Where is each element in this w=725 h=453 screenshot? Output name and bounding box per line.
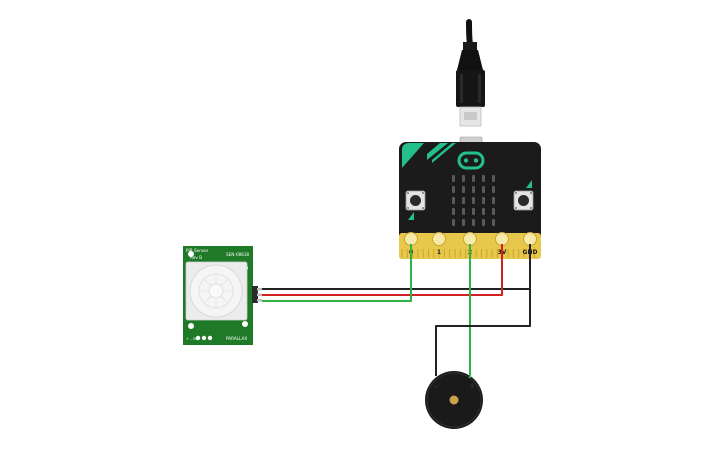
pir-header	[252, 286, 258, 303]
led	[472, 186, 475, 193]
usb-grip-taper	[457, 50, 483, 70]
microbit-logo-eye	[473, 158, 479, 163]
led	[472, 219, 475, 226]
pir-rev: Rev B	[190, 255, 202, 260]
pir-title-left: PIR Sensor	[186, 248, 209, 253]
led	[472, 208, 475, 215]
led	[492, 186, 495, 193]
led	[462, 208, 465, 215]
pir-bottom-left: + – OUT	[186, 337, 201, 341]
pir-pad	[201, 335, 207, 341]
pin-1-pad	[432, 232, 446, 246]
led	[492, 208, 495, 215]
led	[452, 186, 455, 193]
pin-3v-pad	[495, 232, 509, 246]
usb-grip-line	[478, 74, 481, 103]
led	[482, 186, 485, 193]
led	[452, 208, 455, 215]
microbit-logo-icon	[457, 151, 485, 170]
edge-connector-fingers	[401, 249, 535, 258]
pir-title-right: SEN-08630	[226, 252, 250, 257]
led	[492, 197, 495, 204]
button-b-cap	[518, 195, 529, 206]
pir-mount-hole	[188, 323, 194, 329]
led	[482, 208, 485, 215]
pin-1[interactable]: 1	[432, 232, 446, 257]
led	[482, 197, 485, 204]
microbit-accent	[427, 143, 448, 160]
pir-lens-center	[208, 283, 224, 299]
led	[472, 175, 475, 182]
micro-usb-plug-inner	[464, 112, 477, 120]
led	[492, 175, 495, 182]
led-matrix	[452, 175, 495, 226]
wire-pir-signal[interactable]	[262, 244, 412, 302]
buzzer-center	[449, 395, 459, 405]
usb-strain-relief	[463, 42, 477, 50]
microbit-accent	[432, 143, 456, 163]
led	[462, 197, 465, 204]
led	[452, 197, 455, 204]
buzzer-minus-label: –	[434, 382, 438, 390]
wire-buzzer-gnd[interactable]	[435, 289, 531, 368]
usb-grip-line	[460, 74, 463, 103]
microbit-board[interactable]: 0 1 2 3V GND	[399, 136, 541, 259]
buzzer-rim	[426, 372, 482, 428]
pir-sensor[interactable]: PIR Sensor Rev B SEN-08630 + – OUT PARAL…	[183, 246, 262, 345]
usb-plug-body	[456, 70, 485, 107]
wire-pir-vcc[interactable]	[262, 244, 503, 296]
pir-header-pin[interactable]	[257, 293, 262, 297]
button-b-indicator-icon	[526, 180, 532, 188]
button-b[interactable]	[513, 180, 534, 211]
led	[452, 219, 455, 226]
pin-1-label: 1	[437, 249, 441, 256]
wires	[262, 244, 531, 378]
piezo-buzzer[interactable]: – +	[425, 371, 483, 429]
microbit-accent	[402, 143, 424, 168]
led	[462, 175, 465, 182]
microbit-logo-eye	[463, 158, 469, 163]
led	[482, 175, 485, 182]
button-a-cap	[410, 195, 421, 206]
pir-header-pin[interactable]	[257, 288, 262, 291]
led	[462, 186, 465, 193]
led	[462, 219, 465, 226]
usb-cable[interactable]	[456, 19, 485, 127]
button-a-indicator-icon	[408, 212, 414, 220]
pin-0-pad	[404, 232, 418, 246]
led	[492, 219, 495, 226]
led	[452, 175, 455, 182]
button-a[interactable]	[405, 190, 426, 220]
pir-header-pin[interactable]	[257, 299, 262, 302]
led	[472, 197, 475, 204]
pir-pad	[207, 335, 213, 341]
pir-brand: PARALLAX	[226, 336, 247, 341]
pir-mount-hole	[242, 321, 248, 327]
buzzer-plus-label: +	[469, 382, 475, 390]
pin-2-pad	[463, 232, 477, 246]
pin-gnd-pad	[523, 232, 537, 246]
usb-cable-wire	[466, 19, 473, 47]
pir-mount-hole	[188, 251, 194, 257]
pir-pad	[195, 335, 201, 341]
microbit-pcb	[399, 142, 541, 259]
led	[482, 219, 485, 226]
